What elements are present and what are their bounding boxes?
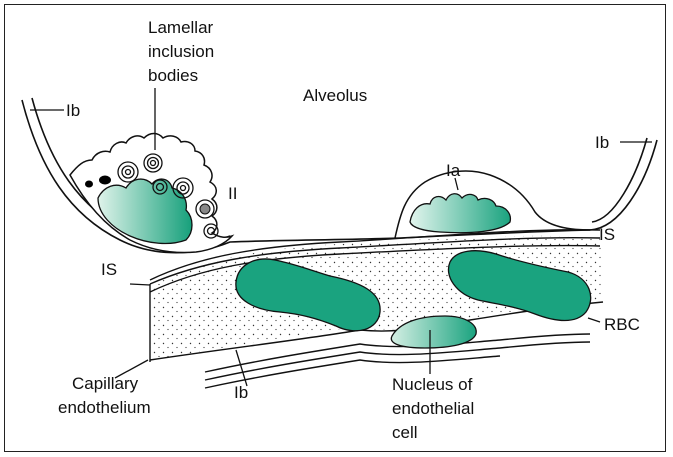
label-lamellar-2: inclusion	[148, 42, 214, 61]
label-capillary-2: endothelium	[58, 398, 151, 417]
type-ia-nucleus	[410, 194, 510, 233]
granule-2	[99, 176, 111, 185]
label-alveolus: Alveolus	[303, 86, 367, 105]
label-nucleus-3: cell	[392, 423, 418, 442]
label-ib-left: Ib	[66, 101, 80, 120]
label-ib-bottom: Ib	[234, 383, 248, 402]
label-lamellar-1: Lamellar	[148, 18, 214, 37]
label-ib-right: Ib	[595, 133, 609, 152]
label-ii: II	[228, 184, 237, 203]
label-ia: Ia	[446, 161, 461, 180]
granule-1	[85, 181, 93, 188]
label-nucleus-2: endothelial	[392, 399, 474, 418]
label-nucleus-1: Nucleus of	[392, 375, 473, 394]
leader-is-lower	[130, 284, 150, 285]
label-is-upper: IS	[599, 225, 615, 244]
lamellar-body-grey	[200, 204, 210, 214]
label-is-lower: IS	[101, 260, 117, 279]
label-rbc: RBC	[604, 315, 640, 334]
label-capillary-1: Capillary	[72, 374, 139, 393]
label-lamellar-3: bodies	[148, 66, 198, 85]
leader-rbc	[588, 318, 600, 322]
